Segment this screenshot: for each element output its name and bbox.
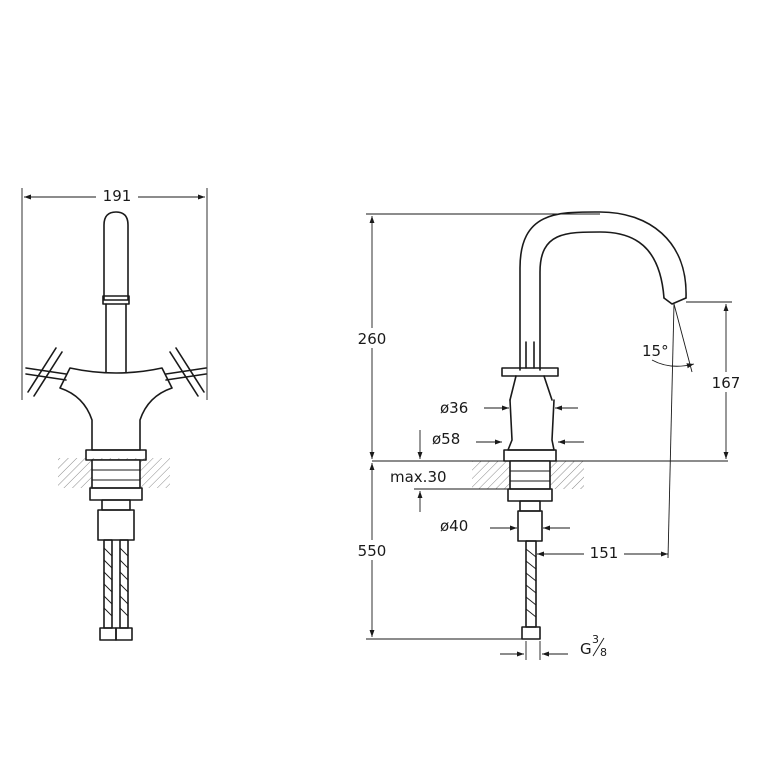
front-lock-nut (89, 487, 143, 501)
front-washer (101, 499, 131, 511)
front-body (59, 367, 173, 451)
side-spout-outer (519, 211, 687, 371)
height-label: 260 (358, 330, 387, 348)
side-lock-nut (507, 488, 553, 502)
front-right-handle (165, 347, 207, 397)
thread-label-g: G (580, 640, 592, 658)
front-threaded-shank (91, 459, 141, 489)
spout-axis-vertical (667, 303, 675, 559)
diam-shank-label: ø40 (440, 517, 468, 535)
diam-base-label: ø58 (432, 430, 460, 448)
front-width-label-bg (96, 186, 138, 206)
side-threaded-shank (509, 460, 551, 490)
side-body (507, 399, 555, 451)
thread-denominator: 8 (600, 646, 607, 659)
front-width-label: 191 (103, 187, 132, 205)
spout-height-label: 167 (712, 374, 741, 392)
front-spout (103, 211, 129, 301)
max-thickness-label: max.30 (390, 468, 447, 486)
thread-fraction-slash (592, 637, 605, 657)
hose-length-label: 550 (358, 542, 387, 560)
thread-numerator: 3 (592, 633, 599, 646)
side-handle (501, 341, 559, 401)
side-spout-inner (539, 231, 665, 371)
reach-label: 151 (590, 544, 619, 562)
spout-axis-angled (673, 303, 693, 373)
side-view: 260 167 15° ø36 ø58 max.30 ø40 151 (350, 211, 748, 660)
side-shank-nut (517, 510, 543, 542)
front-shank-nut (97, 509, 135, 541)
side-aerator (663, 297, 687, 305)
angle-label: 15° (642, 342, 669, 360)
diam-upper-label: ø36 (440, 399, 468, 417)
side-washer (519, 500, 541, 512)
front-view: 191 (21, 186, 208, 641)
angle-arc (651, 359, 695, 369)
front-left-handle (25, 347, 67, 397)
front-hoses (99, 539, 133, 641)
side-hose (521, 540, 541, 640)
front-aerator (102, 295, 130, 305)
side-base-ring (503, 449, 557, 462)
